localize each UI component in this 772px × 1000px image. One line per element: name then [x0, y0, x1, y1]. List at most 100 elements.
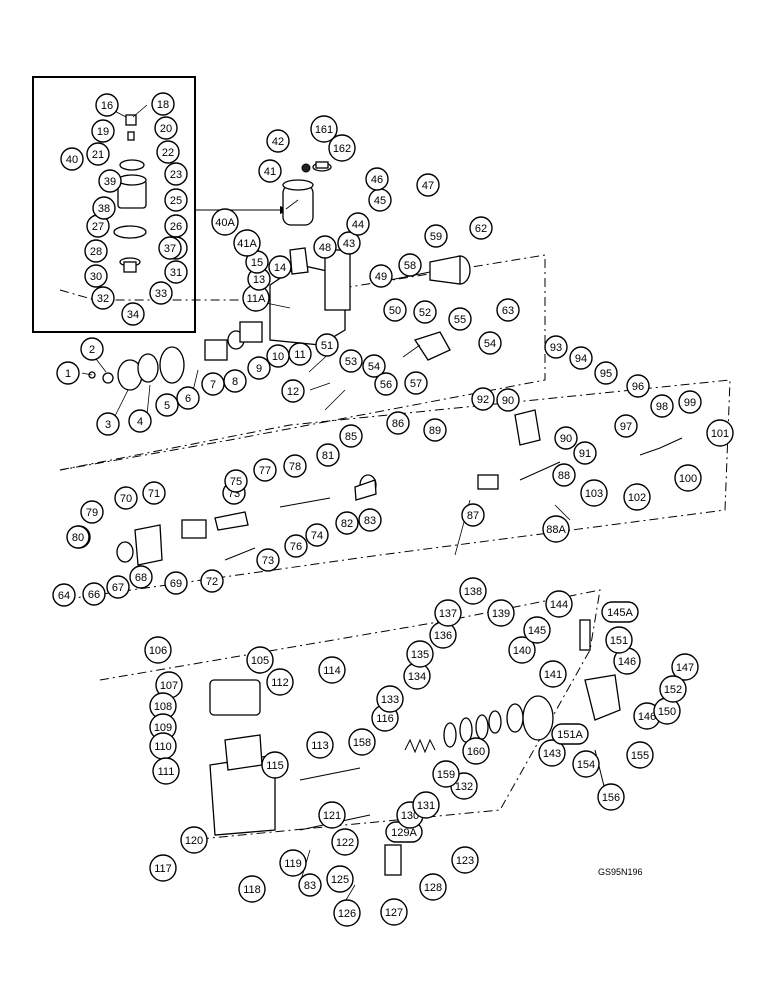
- callout-label: 50: [389, 305, 401, 317]
- callout-circle: [706, 419, 734, 447]
- callout-30: 30: [84, 264, 108, 288]
- callout-58: 58: [398, 253, 422, 277]
- callout-label: 76: [290, 541, 302, 553]
- callout-88: 88: [552, 463, 576, 487]
- callout-circle: [614, 414, 638, 438]
- callout-102: 102: [623, 483, 651, 511]
- callout-label: 77: [259, 465, 271, 477]
- callout-label: 140: [513, 645, 531, 657]
- callout-label: 108: [154, 701, 172, 713]
- callout-62: 62: [469, 216, 493, 240]
- callout-152: 152: [659, 675, 687, 703]
- callout-label: 94: [575, 353, 587, 365]
- callout-label: 117: [154, 863, 172, 875]
- callout-circle: [432, 760, 460, 788]
- callout-127: 127: [380, 898, 408, 926]
- callout-97: 97: [614, 414, 638, 438]
- callout-150: 150: [653, 697, 681, 725]
- callout-circle: [335, 511, 359, 535]
- callout-95: 95: [594, 361, 618, 385]
- callout-circle: [346, 212, 370, 236]
- callout-label: 6: [185, 393, 191, 405]
- callout-circle: [380, 898, 408, 926]
- callout-3: 3: [96, 412, 120, 436]
- callout-circle: [92, 196, 116, 220]
- callout-circle: [362, 354, 386, 378]
- callout-34: 34: [121, 302, 145, 326]
- callout-circle: [95, 93, 119, 117]
- callout-circle: [406, 640, 434, 668]
- callout-circle: [96, 412, 120, 436]
- callout-label: 20: [160, 123, 172, 135]
- callout-label: 37: [164, 243, 176, 255]
- callout-label: 102: [628, 492, 646, 504]
- callout-circle: [337, 231, 361, 255]
- callout-label: 42: [272, 136, 284, 148]
- callout-135: 135: [406, 640, 434, 668]
- callout-circle: [542, 515, 570, 543]
- callout-123: 123: [451, 846, 479, 874]
- callout-120: 120: [180, 826, 208, 854]
- callout-label: 93: [550, 342, 562, 354]
- callout-label: 125: [331, 874, 349, 886]
- callout-label: 44: [352, 219, 364, 231]
- callout-162: 162: [328, 134, 356, 162]
- callout-circle: [424, 224, 448, 248]
- callout-label: 90: [560, 433, 572, 445]
- callout-circle: [545, 590, 573, 618]
- callout-158: 158: [348, 728, 376, 756]
- callout-circle: [247, 356, 271, 380]
- callout-label: 88: [558, 470, 570, 482]
- callout-94: 94: [569, 346, 593, 370]
- callout-label: 82: [341, 518, 353, 530]
- callout-circle: [315, 333, 339, 357]
- callout-label: 48: [319, 242, 331, 254]
- callout-81: 81: [316, 443, 340, 467]
- callout-label: 101: [711, 428, 729, 440]
- callout-100: 100: [674, 464, 702, 492]
- callout-circle: [650, 394, 674, 418]
- callout-label: 100: [679, 473, 697, 485]
- callout-label: 33: [155, 288, 167, 300]
- callout-label: 7: [210, 379, 216, 391]
- callout-circle: [318, 801, 346, 829]
- callout-circle: [200, 569, 224, 593]
- callout-circle: [91, 286, 115, 310]
- callout-85: 85: [339, 424, 363, 448]
- callout-label: 31: [170, 267, 182, 279]
- callout-label: 145A: [607, 607, 633, 619]
- callout-31: 31: [164, 260, 188, 284]
- callout-79: 79: [80, 500, 104, 524]
- callout-113: 113: [306, 731, 334, 759]
- callout-circle: [305, 523, 329, 547]
- callout-68: 68: [129, 565, 153, 589]
- callout-circle: [80, 500, 104, 524]
- callout-circle: [659, 675, 687, 703]
- callout-159: 159: [432, 760, 460, 788]
- callout-label: 96: [632, 381, 644, 393]
- callout-circle: [84, 264, 108, 288]
- callout-110: 110: [149, 732, 177, 760]
- callout-label: 14: [274, 262, 286, 274]
- callout-label: 11: [294, 349, 305, 361]
- callout-circle: [66, 525, 90, 549]
- callout-circle: [151, 92, 175, 116]
- callout-18: 18: [151, 92, 175, 116]
- callout-label: 120: [185, 835, 203, 847]
- callout-circle: [82, 582, 106, 606]
- callout-label: 54: [368, 361, 380, 373]
- callout-label: 56: [380, 379, 392, 391]
- callout-label: 70: [120, 493, 132, 505]
- callout-label: 39: [104, 176, 116, 188]
- callout-103: 103: [580, 479, 608, 507]
- callout-circle: [238, 875, 266, 903]
- callout-circle: [180, 826, 208, 854]
- callout-label: 122: [336, 837, 354, 849]
- lower-section-boundary: [99, 589, 601, 841]
- callout-circle: [626, 741, 654, 769]
- callout-label: 155: [631, 750, 649, 762]
- callout-circle: [154, 116, 178, 140]
- leader-lines: [81, 104, 571, 911]
- callout-72: 72: [200, 569, 224, 593]
- callout-circle: [152, 757, 180, 785]
